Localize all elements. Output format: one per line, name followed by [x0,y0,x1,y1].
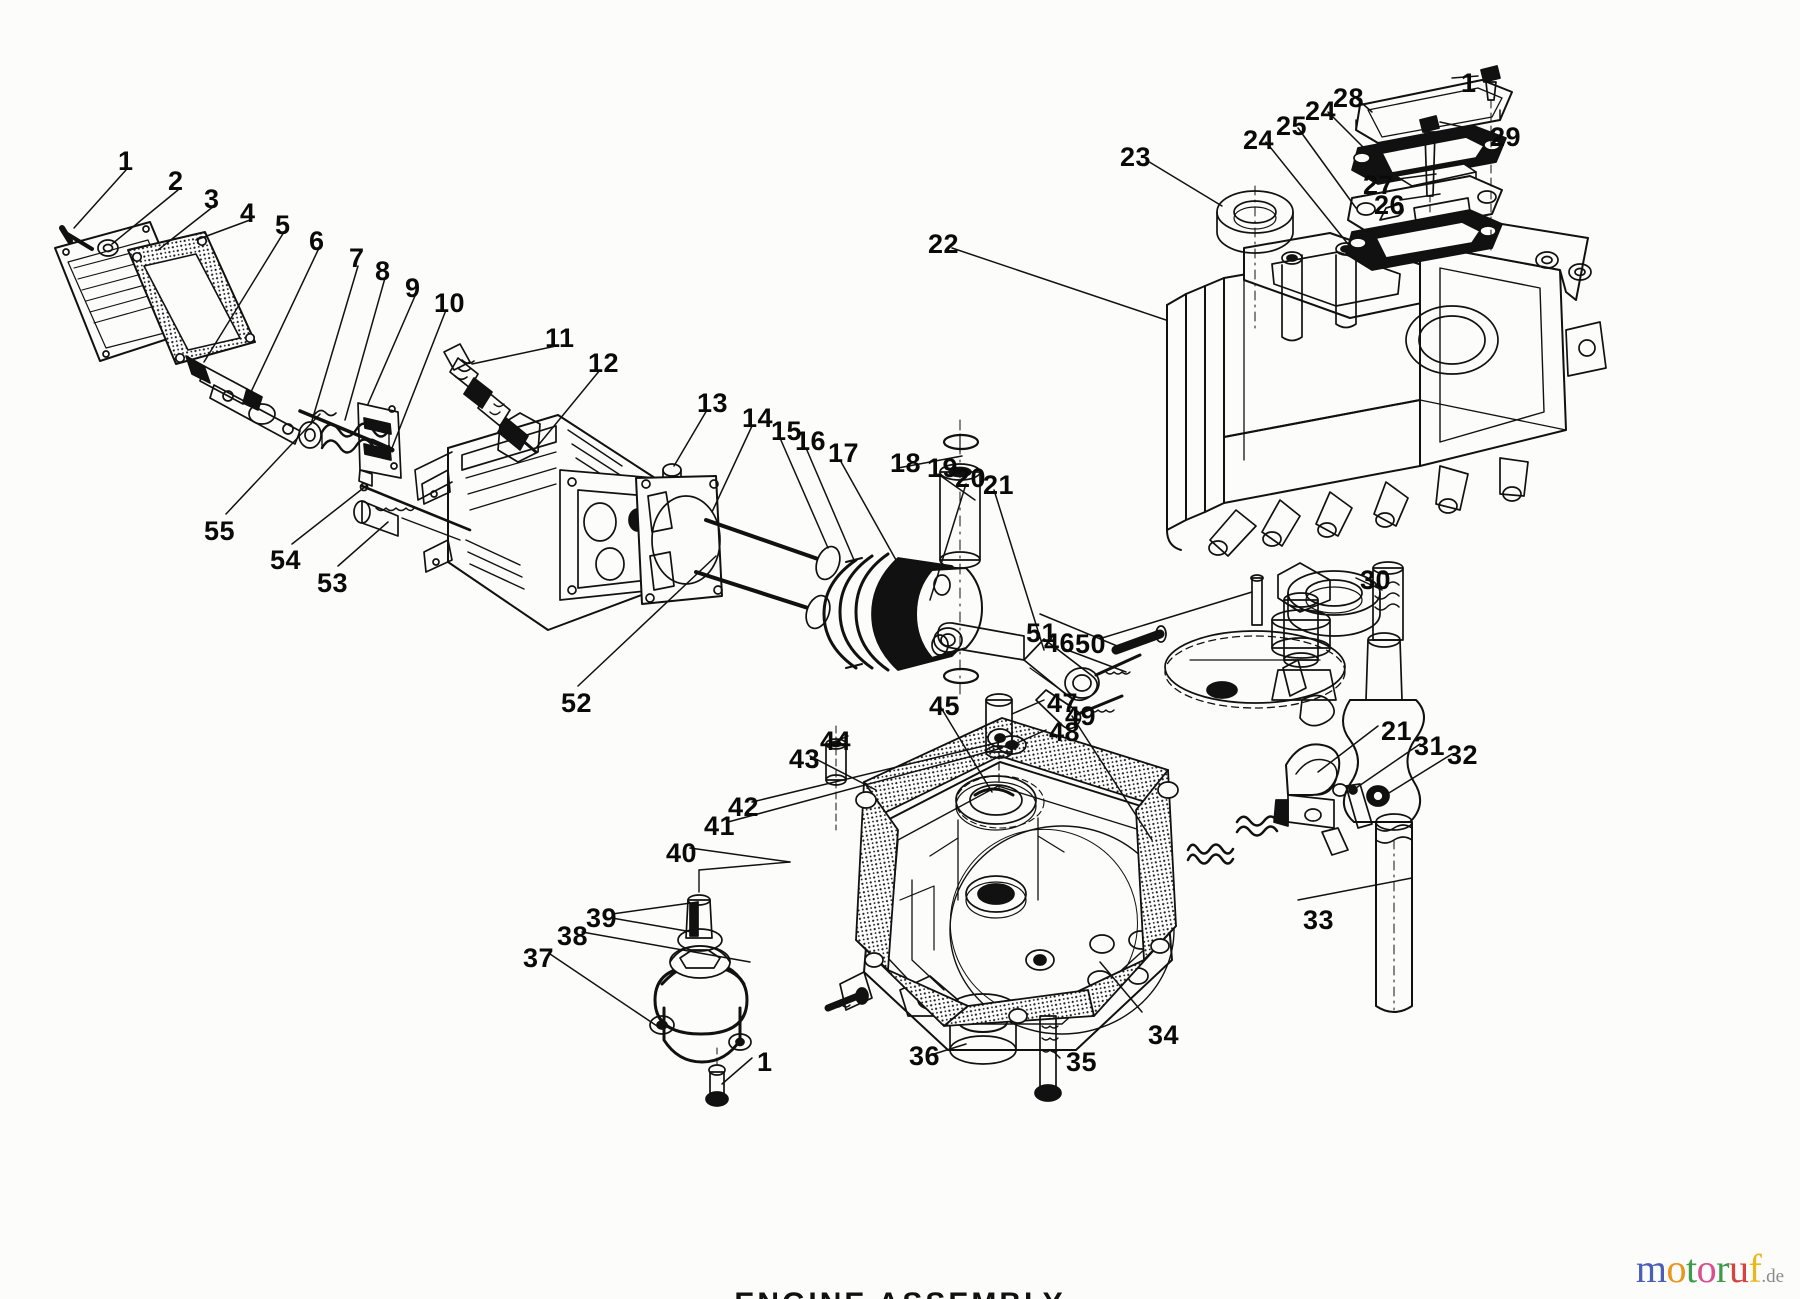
watermark-letter: r [1716,1246,1729,1291]
callout-number-24: 24 [1243,125,1275,155]
part-spark-plug [443,343,538,454]
callout-number-50: 50 [1075,629,1107,659]
part-valve-train [185,355,395,454]
callout-number-39: 39 [586,903,618,933]
callout-number-8: 8 [375,256,391,286]
callout-number-33: 33 [1303,905,1335,935]
part-drain-plug-35 [1034,1015,1062,1102]
part-retaining-ring-18 [942,433,980,453]
part-rod-54 [359,482,472,532]
callout-number-45: 45 [929,691,961,721]
callout-number-25: 25 [1276,111,1308,141]
callout-number-49: 49 [1065,701,1097,731]
callout-number-29: 29 [1490,122,1522,152]
callout-number-53: 53 [317,568,349,598]
callout-number-54: 54 [270,545,302,575]
callout-number-42: 42 [728,792,760,822]
callout-number-52: 52 [561,688,593,718]
part-camshaft-pin-51 [1111,625,1167,655]
part-bolt-53 [353,500,461,541]
callout-number-2: 2 [168,166,184,196]
callout-number-1: 1 [118,146,134,176]
callout-number-9: 9 [405,273,421,303]
callout-number-37: 37 [523,943,555,973]
watermark-suffix: .de [1761,1266,1784,1287]
callout-number-1: 1 [757,1047,773,1077]
part-cylinder-block [1166,213,1607,557]
callout-number-20: 20 [955,463,987,493]
callout-number-10: 10 [434,288,466,318]
callout-number-6: 6 [309,226,325,256]
watermark-letter: u [1728,1246,1749,1291]
callout-number-14: 14 [742,403,774,433]
part-head-gasket [635,475,723,605]
part-screw-1 [59,225,119,257]
part-breather-stack [1345,65,1513,271]
part-camshaft-50 [1250,574,1264,626]
callout-number-22: 22 [928,229,960,259]
callout-number-28: 28 [1333,83,1365,113]
part-piston [871,557,983,671]
watermark-letter: t [1686,1246,1697,1291]
part-camshaft-bore-45 [955,775,1045,829]
callout-number-43: 43 [789,744,821,774]
watermark-letter: f [1748,1246,1762,1291]
callout-number-47: 47 [1047,688,1079,718]
callout-number-30: 30 [1360,565,1392,595]
part-governor-link-31 [1321,783,1373,856]
callout-number-38: 38 [557,921,589,951]
callout-number-44: 44 [820,726,852,756]
callout-number-51: 51 [1026,618,1058,648]
callout-number-41: 41 [704,811,736,841]
diagram-title: ENGINE ASSEMBLY [0,1287,1800,1299]
callout-number-46: 46 [1044,628,1076,658]
callout-number-7: 7 [349,243,365,273]
callout-number-21: 21 [1381,716,1413,746]
callout-number-32: 32 [1447,740,1479,770]
callout-number-27: 27 [1363,170,1395,200]
watermark-letter: m [1635,1246,1667,1291]
part-ball-bearing-30 [1287,570,1381,637]
callout-number-34: 34 [1148,1020,1180,1050]
callout-number-35: 35 [1066,1047,1098,1077]
watermark-letter: o [1696,1246,1717,1291]
callout-number-19: 19 [927,453,959,483]
callout-number-11: 11 [545,323,575,353]
callout-number-4: 4 [240,198,256,228]
callout-number-48: 48 [1049,717,1081,747]
callout-number-26: 26 [1374,190,1406,220]
callout-number-15: 15 [771,416,803,446]
motoruf-watermark: motoruf.de [1636,1249,1784,1289]
part-governor-clip-32 [1366,785,1390,807]
part-oil-pump [649,861,791,1107]
callout-number-1: 1 [1461,68,1477,98]
part-retaining-ring-18b [942,667,980,685]
callout-number-13: 13 [697,388,729,418]
callout-number-55: 55 [204,516,236,546]
callout-number-5: 5 [275,210,291,240]
part-oil-seal [1216,185,1294,331]
part-valve-cover-gasket [127,231,256,365]
part-bracket-10 [357,402,402,487]
part-governor-arm-21 [1273,743,1348,829]
callout-number-16: 16 [795,426,827,456]
callout-number-17: 17 [828,438,860,468]
callout-number-21: 21 [983,470,1015,500]
part-crankcase-gasket-43 [855,717,1179,1027]
callout-number-23: 23 [1120,142,1152,172]
callout-number-31: 31 [1414,731,1446,761]
part-crankshaft [1164,561,1425,1013]
callout-number-40: 40 [666,838,698,868]
watermark-letter: o [1666,1246,1687,1291]
callout-number-36: 36 [909,1041,941,1071]
callout-number-18: 18 [890,448,922,478]
callout-number-12: 12 [588,348,620,378]
callout-number-3: 3 [204,184,220,214]
callout-number-24: 24 [1305,96,1337,126]
